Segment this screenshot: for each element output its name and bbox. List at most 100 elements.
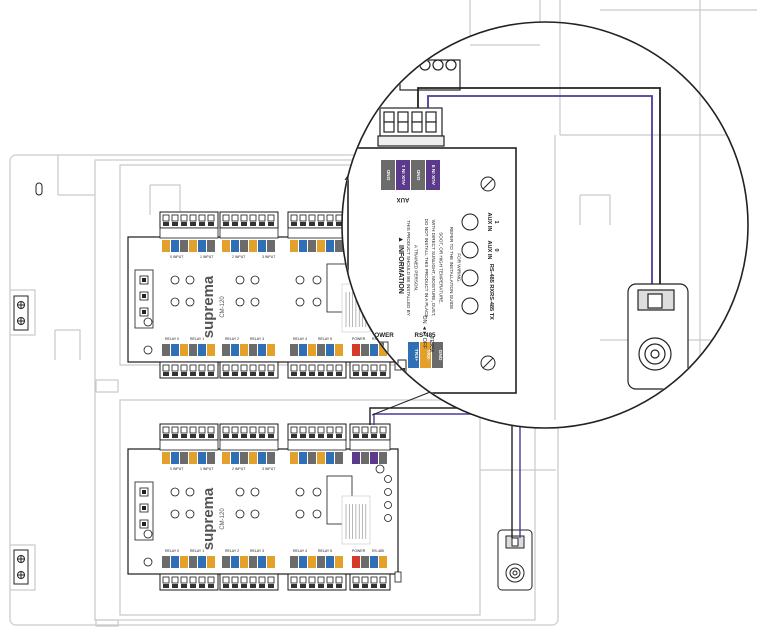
terminal-slot xyxy=(371,372,377,376)
terminal-slot xyxy=(336,584,342,588)
pin-color xyxy=(222,240,230,252)
terminal-slot xyxy=(309,372,315,376)
terminal-slot xyxy=(371,434,377,438)
terminal-screw xyxy=(222,364,230,372)
pin-color xyxy=(180,452,188,464)
terminal-base xyxy=(219,439,279,451)
dip-switch-knob xyxy=(142,490,146,494)
terminal-screw xyxy=(198,426,206,434)
led-indicator xyxy=(235,509,245,519)
pin-color xyxy=(290,344,298,356)
terminal-slot xyxy=(208,434,214,438)
pin-color xyxy=(326,452,334,464)
terminal-screw xyxy=(162,214,170,222)
terminal-slot xyxy=(371,584,377,588)
terminal-screw xyxy=(352,364,360,372)
pin-color xyxy=(335,240,343,252)
terminal-screw xyxy=(198,364,206,372)
terminal-screw xyxy=(240,576,248,584)
terminal-screw xyxy=(308,426,316,434)
pin-color xyxy=(335,344,343,356)
input-label: 0 INPUT xyxy=(170,255,184,259)
terminal-slot xyxy=(199,372,205,376)
pin-color xyxy=(249,240,257,252)
input-label: 3 INPUT xyxy=(262,255,276,259)
info-line: FOR WIRING. xyxy=(456,253,461,282)
terminal-slot xyxy=(232,584,238,588)
terminal-base xyxy=(349,439,391,451)
pin-color xyxy=(240,240,248,252)
pin-color xyxy=(290,556,298,568)
terminal-slot xyxy=(172,222,178,226)
input-label: 0 INPUT xyxy=(170,467,184,471)
terminal-slot xyxy=(268,222,274,226)
pin-color xyxy=(299,344,307,356)
terminal-slot xyxy=(172,584,178,588)
terminal-screw xyxy=(317,576,325,584)
pin-color xyxy=(222,344,230,356)
led-indicator xyxy=(250,509,260,519)
pin-color xyxy=(180,240,188,252)
pin-color xyxy=(361,556,369,568)
dip-switch-knob xyxy=(142,506,146,510)
terminal-screw xyxy=(335,426,343,434)
terminal-screw xyxy=(361,576,369,584)
power-label: POWER xyxy=(352,549,366,553)
rs485-pin-block xyxy=(420,342,431,368)
terminal-screw xyxy=(317,364,325,372)
pin-color xyxy=(198,452,206,464)
led-indicator xyxy=(312,487,322,497)
pin-color xyxy=(249,344,257,356)
info-line: REFER TO THE INSTALLATION GUIDE xyxy=(449,227,454,310)
terminal-screw xyxy=(317,214,325,222)
pin-color xyxy=(207,556,215,568)
pin-color xyxy=(198,556,206,568)
terminal-slot xyxy=(353,434,359,438)
pin-color xyxy=(267,556,275,568)
pin-color xyxy=(222,556,230,568)
terminal-screw xyxy=(361,364,369,372)
input-label: 2 INPUT xyxy=(232,255,246,259)
led-indicator xyxy=(250,487,260,497)
terminal-slot xyxy=(327,434,333,438)
model-label: CM-120 xyxy=(220,508,226,530)
pin-color xyxy=(258,556,266,568)
pin-color xyxy=(335,452,343,464)
terminal-slot xyxy=(380,434,386,438)
led-indicator xyxy=(461,213,479,231)
terminal-slot xyxy=(190,372,196,376)
terminal-slot xyxy=(163,372,169,376)
input-label: 1 INPUT xyxy=(200,467,214,471)
terminal-screw xyxy=(171,426,179,434)
pin-color xyxy=(258,344,266,356)
terminal-screw xyxy=(326,576,334,584)
terminal-screw xyxy=(171,576,179,584)
terminal-slot xyxy=(300,222,306,226)
aux-pin-block xyxy=(426,160,440,190)
rs485-label: RS-485 xyxy=(415,332,437,339)
terminal-screw xyxy=(207,576,215,584)
terminal-slot xyxy=(181,222,187,226)
terminal-screw xyxy=(379,426,387,434)
terminal-slot xyxy=(259,434,265,438)
terminal-slot xyxy=(199,222,205,226)
terminal-slot xyxy=(223,372,229,376)
aux-pin-label: AUX IN 0 xyxy=(431,165,437,186)
switch-label: ON ◄► OFF xyxy=(421,315,427,349)
info-line: THIS PRODUCT SHOULD BE INSTALLED BY xyxy=(406,220,411,316)
led-indicator xyxy=(295,509,305,519)
terminal-slot xyxy=(380,372,386,376)
terminal-screw xyxy=(162,576,170,584)
power-label: POWER xyxy=(370,332,394,339)
terminal-screw xyxy=(379,576,387,584)
screw-icon xyxy=(143,529,153,539)
terminal-screw xyxy=(162,426,170,434)
led-indicator xyxy=(185,487,195,497)
terminal-slot xyxy=(199,584,205,588)
terminal-base xyxy=(287,439,347,451)
terminal-base xyxy=(287,227,347,239)
terminal-screw xyxy=(222,426,230,434)
terminal-screw xyxy=(198,576,206,584)
